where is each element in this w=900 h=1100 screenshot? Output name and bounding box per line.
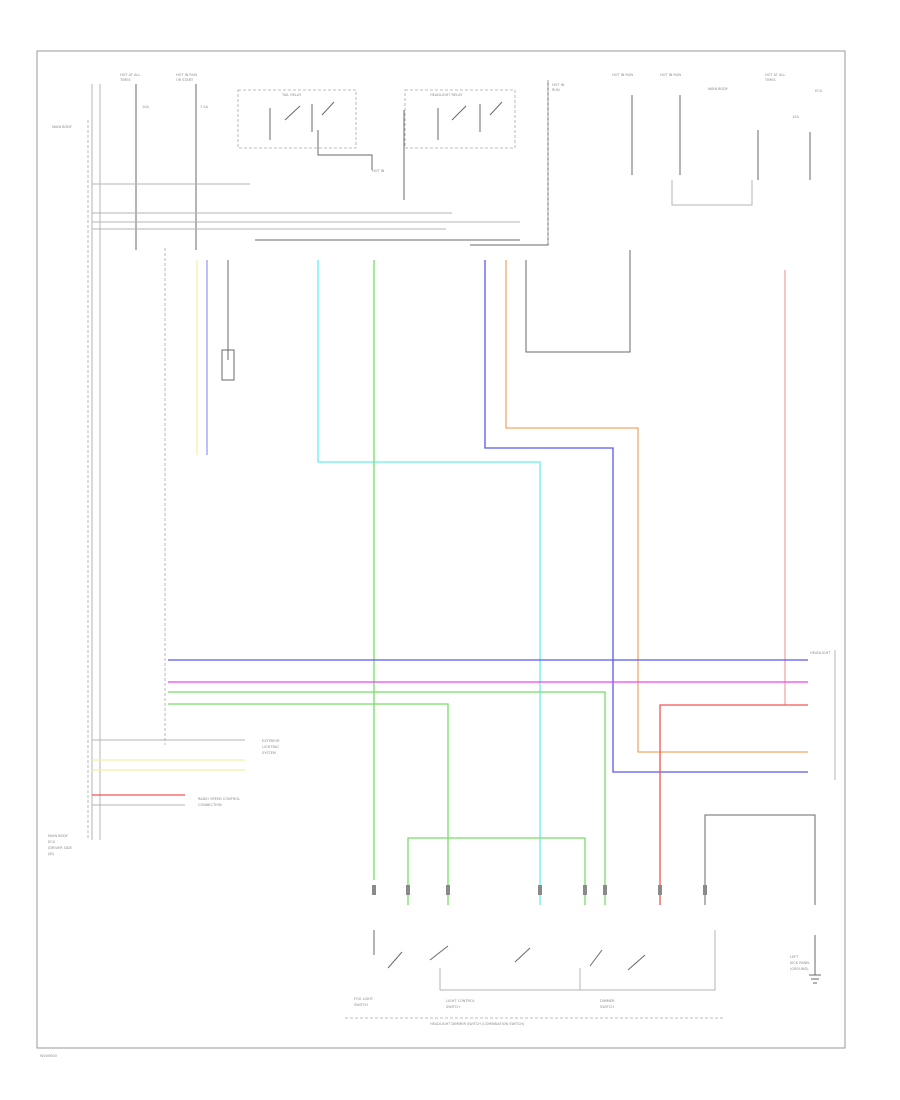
- ground-label-2: KICK PANEL: [790, 961, 810, 965]
- hot-label-5a: HOT IN RUN: [660, 73, 681, 77]
- ecu-label-top: MAIN BODY: [52, 125, 73, 129]
- main-body-ecu-column: MAIN BODY MAIN BODY ECU (DRIVER SIDE J/B…: [47, 84, 101, 856]
- right-term-1: HEADLIGHT: [810, 651, 831, 655]
- to-left-3: SYSTEM: [262, 751, 276, 755]
- relay-label-left: TAIL RELAY: [281, 93, 302, 97]
- dimmer-label-2: SWITCH: [600, 1005, 614, 1009]
- ground-label-1: LEFT: [790, 955, 799, 959]
- ground-symbol: [809, 935, 821, 984]
- light-control-label-1: LIGHT CONTROL: [446, 999, 475, 1003]
- ecu-label-1: MAIN BODY: [48, 834, 69, 838]
- combination-switch: FOG LIGHT SWITCH LIGHT CONTROL SWITCH DI…: [345, 930, 725, 1026]
- right-feed-line: [470, 80, 549, 246]
- wire-black-loop: [525, 250, 631, 353]
- dimmer-label-1: DIMMER: [600, 999, 615, 1003]
- relay-label-right: HEADLIGHT RELAY: [430, 93, 463, 97]
- side-note-1: ECU: [815, 89, 823, 93]
- to-left-5: CONNECTION: [198, 803, 222, 807]
- ecu-label-3: (DRIVER SIDE: [48, 846, 72, 850]
- ecu-label-2: ECU: [48, 840, 56, 844]
- ecu-label-4: J/B): [47, 852, 55, 856]
- pin-7: [658, 885, 662, 895]
- fuse-label-mid: 7.5A: [200, 105, 209, 109]
- right-bridge-line: [671, 180, 753, 206]
- wire-blue-lower: [484, 260, 808, 773]
- headlight-relay-contacts: [437, 101, 503, 140]
- hot-label-1a: HOT AT ALL: [120, 73, 140, 77]
- wire-red-right: [659, 704, 808, 905]
- to-left-2: LIGHTING: [262, 745, 279, 749]
- ground-label-3: (GROUND): [790, 967, 809, 971]
- ground-component: [221, 349, 235, 381]
- wire-black-right-loop: [704, 814, 816, 905]
- pin-5: [583, 885, 587, 895]
- bottom-switch-feeds: [407, 814, 816, 905]
- fuse-label-right: 15A: [792, 115, 799, 119]
- headlight-relay-box: [404, 89, 516, 149]
- hot-label-2b: OR START: [176, 78, 194, 82]
- wire-green-loop: [407, 837, 586, 905]
- switch-common-line: [440, 930, 716, 991]
- right-terminals: HEADLIGHT: [810, 650, 836, 780]
- hot-label-6a: MAIN BODY: [708, 87, 729, 91]
- ground-right: LEFT KICK PANEL (GROUND): [790, 935, 821, 984]
- top-power-section: HOT AT ALL TIMES HOT IN RUN OR START 10A…: [119, 73, 823, 250]
- tail-relay-box: [237, 89, 357, 149]
- hot-label-7b: TIMES: [764, 78, 776, 82]
- pin-8: [703, 885, 707, 895]
- vertical-wires: [196, 250, 808, 905]
- pin-2: [406, 885, 410, 895]
- relay-note: HOT IN: [372, 169, 385, 173]
- to-left-1: EXTERIOR: [262, 739, 280, 743]
- diagram-frame: [36, 50, 846, 1049]
- fog-label-2: SWITCH: [354, 1003, 368, 1007]
- hot-label-2a: HOT IN RUN: [176, 73, 197, 77]
- light-control-label-2: SWITCH: [446, 1005, 460, 1009]
- pin-3: [446, 885, 450, 895]
- switch-drops: [439, 968, 581, 990]
- bottom-connectors: [372, 885, 707, 895]
- wire-green-1: [168, 691, 606, 905]
- combo-switch-title: HEADLIGHT DIMMER SWITCH (COMBINATION SWI…: [430, 1022, 525, 1026]
- wire-orange-lower: [505, 260, 808, 753]
- hot-label-1b: TIMES: [119, 78, 131, 82]
- hot-label-4a: HOT IN RUN: [612, 73, 633, 77]
- right-fuse-lines: [631, 95, 811, 180]
- page-marker: W000000: [40, 1054, 57, 1058]
- pin-1: [372, 885, 376, 895]
- switch-contacts: [373, 930, 646, 971]
- fog-label-1: FOG LIGHT: [354, 997, 374, 1001]
- relay-link-lines: [317, 110, 405, 200]
- to-left-4: RADIO SPEED CONTROL: [198, 797, 240, 801]
- hot-label-3b: RUN: [552, 88, 560, 92]
- pin-4: [538, 885, 542, 895]
- hot-label-3a: HOT IN: [552, 83, 565, 87]
- hot-label-7a: HOT AT ALL: [765, 73, 785, 77]
- wire-cyan-main: [317, 260, 541, 905]
- horizontal-wires: EXTERIOR LIGHTING SYSTEM RADIO SPEED CON…: [92, 659, 808, 905]
- tail-relay-contacts: [269, 101, 335, 140]
- bus-lines: [92, 183, 520, 745]
- fuse-label-left: 10A: [142, 105, 149, 109]
- pin-6: [603, 885, 607, 895]
